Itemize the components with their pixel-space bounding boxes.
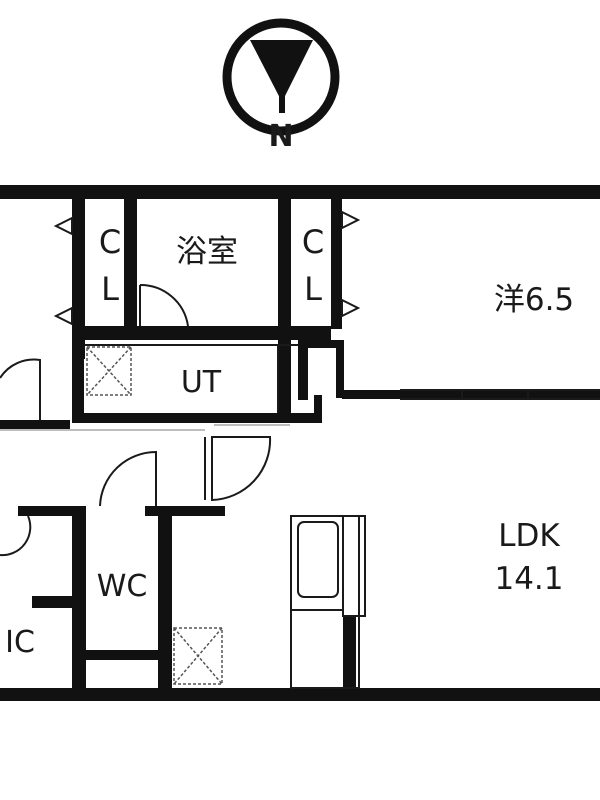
walk-in-closet-label: IC [5,625,35,660]
light-trims [0,424,290,431]
ldk-area-label: 14.1 [494,561,563,597]
closet-right-label-c: C [302,223,324,261]
room-labels: C L 浴室 C L 洋6.5 UT LDK 14.1 WC IC [5,223,574,660]
ldk-label: LDK [498,518,560,554]
closet-left-label-c: C [99,223,121,261]
walls [0,185,600,701]
western-room-label: 洋6.5 [494,282,574,318]
closet-left-label-l: L [101,270,119,308]
wc-label: WC [97,569,148,604]
north-arrow-icon: N [222,18,340,154]
utility-label: UT [181,365,222,400]
north-letter: N [268,119,293,154]
closet-right-label-l: L [304,270,322,308]
fixtures [0,210,600,689]
bath-label: 浴室 [176,234,238,270]
vent-boxes [86,346,223,685]
